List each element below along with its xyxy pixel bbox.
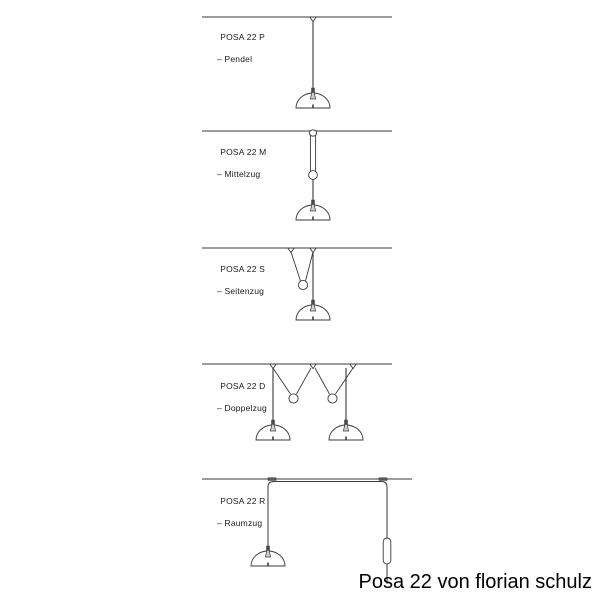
variant-name-raumzug: – Raumzug [217,518,263,528]
pulley-ring-left-doppelzug [288,393,299,404]
ceiling-clip-1-doppelzug [269,363,277,370]
ceiling-pulley-mittelzug [308,129,318,137]
cable-loop-mittelzug [309,133,317,172]
ceiling-clip-left-seitenzug [287,247,295,254]
ceiling-clip-3-doppelzug [349,363,357,370]
ceiling-mount-right-raumzug [378,477,388,481]
counterweight-raumzug [382,537,392,565]
variant-name-doppelzug: – Doppelzug [217,403,267,413]
cable-v-right-doppelzug [314,367,354,395]
variant-code-doppelzug: POSA 22 D [220,381,266,391]
pulley-ring-right-doppelzug [327,393,338,404]
variant-code-mittelzug: POSA 22 M [220,147,267,157]
variant-label-mittelzug: POSA 22 M – Mittelzug [210,136,266,202]
variant-seitenzug-figure [202,247,392,321]
lamp-shade-mittelzug [295,199,331,221]
cable-path-raumzug [267,481,388,540]
ceiling-clip-right-seitenzug [309,247,317,254]
ceiling-mount-left-raumzug [267,477,277,481]
variant-code-pendel: POSA 22 P [220,32,266,42]
variant-label-raumzug: POSA 22 R – Raumzug [210,485,266,551]
lamp-shade-pendel [295,87,331,109]
variant-name-pendel: – Pendel [217,54,253,64]
pulley-ring-mittelzug [308,170,318,180]
cable-v-left-doppelzug [272,367,312,395]
lamp-shade-seitenzug [295,299,331,321]
variant-label-pendel: POSA 22 P – Pendel [210,21,265,87]
variant-raumzug-figure [202,477,412,584]
lamp-shade-right-doppelzug [328,419,364,441]
product-caption: Posa 22 von florian schulz [358,571,592,593]
variant-label-seitenzug: POSA 22 S – Seitenzug [210,253,265,319]
variant-doppelzug-figure [202,363,392,441]
cable-v-seitenzug [290,251,314,282]
variant-mittelzug-figure [202,129,392,221]
ceiling-clip-icon [309,16,317,23]
variant-code-raumzug: POSA 22 R [220,496,266,506]
pulley-ring-seitenzug [297,279,309,291]
variant-name-mittelzug: – Mittelzug [217,169,261,179]
variant-pendel-figure [202,16,392,109]
variant-code-seitenzug: POSA 22 S [220,264,266,274]
variant-name-seitenzug: – Seitenzug [217,286,265,296]
variant-label-doppelzug: POSA 22 D – Doppelzug [210,370,267,436]
